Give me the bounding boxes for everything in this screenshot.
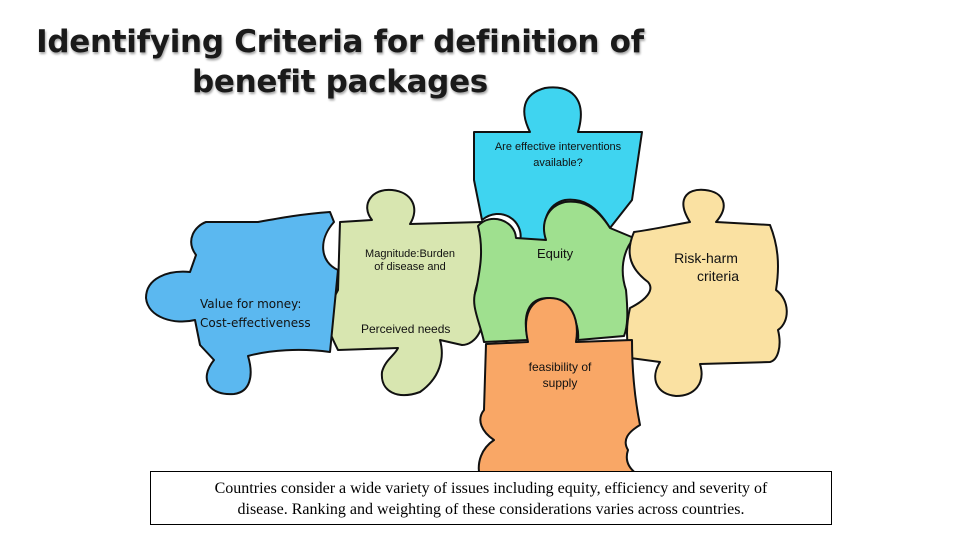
title-line-2: benefit packages <box>192 64 488 100</box>
piece-magnitude <box>325 188 493 397</box>
magnitude-line-1: Magnitude:Burden <box>365 248 455 260</box>
risk-harm-line-2: criteria <box>696 268 739 284</box>
piece-feasibility <box>477 297 641 479</box>
label-perceived-needs: Perceived needs <box>361 322 451 336</box>
title-line-1: Identifying Criteria for definition of <box>36 24 644 60</box>
label-magnitude: Magnitude:Burden of disease and <box>348 248 472 274</box>
value-for-money-line-1: Value for money: <box>200 297 302 311</box>
caption-line-1: Countries consider a wide variety of iss… <box>214 480 768 497</box>
piece-risk-harm <box>626 188 788 397</box>
label-risk-harm: Risk-harm criteria <box>660 249 752 285</box>
label-feasibility: feasibility of supply <box>508 359 612 391</box>
caption-line-2: disease. Ranking and weighting of these … <box>237 501 745 518</box>
label-value-for-money: Value for money: Cost-effectiveness <box>200 295 311 333</box>
caption-box: Countries consider a wide variety of iss… <box>150 471 832 525</box>
effective-interventions-line-1: Are effective interventions <box>494 141 622 153</box>
feasibility-line-2: supply <box>542 376 578 390</box>
piece-value-for-money <box>145 211 339 396</box>
effective-interventions-line-2: available? <box>533 157 583 169</box>
slide-title: Identifying Criteria for definition of b… <box>30 22 650 102</box>
value-for-money-line-2: Cost-effectiveness <box>200 316 311 330</box>
magnitude-line-2: of disease and <box>374 261 446 273</box>
label-equity: Equity <box>537 246 574 261</box>
label-effective-interventions: Are effective interventions available? <box>474 139 642 171</box>
feasibility-line-1: feasibility of <box>528 360 592 374</box>
risk-harm-line-1: Risk-harm <box>674 250 738 266</box>
